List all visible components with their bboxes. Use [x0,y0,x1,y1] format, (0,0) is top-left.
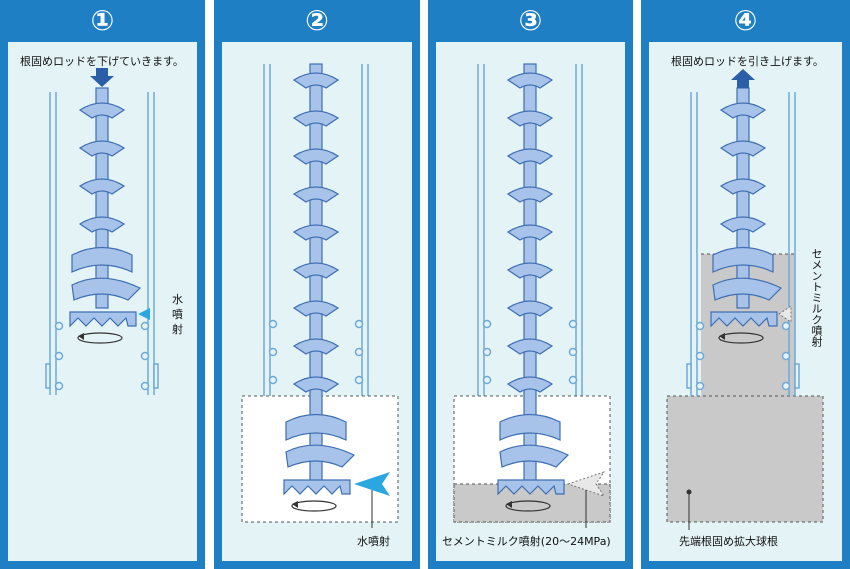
step-number-3: ③ [518,4,543,37]
cement-jet-icon [566,471,606,497]
water-jet-icon [354,472,390,496]
step-panel-3: ③ セ [428,0,633,569]
water-jet-icon [138,308,150,320]
step-3-cement-jet-label: セメントミルク噴射(20〜24MPa) [442,535,611,548]
rotation-arrow [77,332,123,344]
step-4-caption: 根固めロッドを引き上げます。 [671,55,824,68]
step-1-illustration [45,68,159,395]
auger-rod [497,63,570,496]
up-arrow-icon [731,69,755,88]
step-4-bulb-label: 先端根固め拡大球根 [679,535,778,548]
step-number-1: ① [90,4,115,37]
step-panel-1: ① 根固めロッドを下げていきます。 水 [0,0,205,569]
auger-rod [710,87,783,328]
down-arrow-icon [90,68,114,87]
auger-rod [69,87,142,328]
step-number-4: ④ [733,4,758,37]
enlarged-bulb-zone [666,395,824,523]
rotation-arrow [505,500,551,512]
step-1-water-jet-label: 水 噴 射 [172,293,183,336]
step-1-caption: 根固めロッドを下げていきます。 [20,55,184,68]
rotation-arrow [291,500,337,512]
cement-jet-icon [778,305,792,323]
step-3-illustration [453,63,611,528]
step-panel-2: ② 水噴射 [214,0,420,569]
step-2-water-jet-label: 水噴射 [357,535,390,548]
step-4-illustration [666,69,824,530]
step-4-cement-jet-label: セメントミルク噴射 [810,248,823,347]
step-2-illustration [241,63,399,528]
rotation-arrow [718,332,764,344]
step-number-2: ② [305,4,329,37]
step-panel-4: ④ 根固めロッドを引き上げます。 [641,0,850,569]
auger-rod [283,63,356,496]
